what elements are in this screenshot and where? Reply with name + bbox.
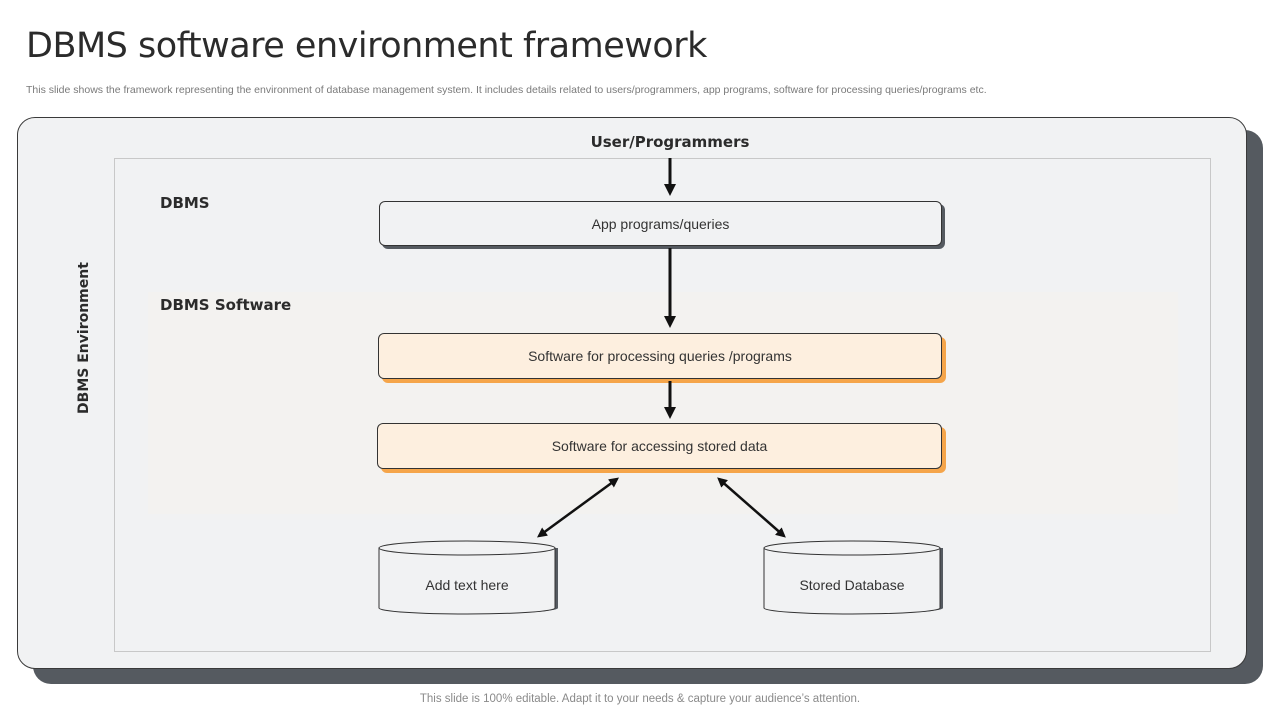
slide-subtitle: This slide shows the framework represent… (26, 84, 987, 96)
cylinder-shape (763, 540, 943, 615)
cylinder-shape (378, 540, 558, 615)
left-data-store-label: Add text here (425, 577, 509, 593)
dbms-software-label: DBMS Software (160, 296, 292, 314)
arrow-accessing-left-store (536, 477, 620, 538)
processing-software-box: Software for processing queries /program… (378, 333, 942, 379)
accessing-software-box: Software for accessing stored data (377, 423, 942, 469)
slide-title: DBMS software environment framework (26, 26, 707, 66)
slide-footer: This slide is 100% editable. Adapt it to… (419, 693, 861, 705)
stored-database: Stored Database (763, 540, 943, 616)
arrow-accessing-stored-database (717, 477, 786, 538)
user-programmers-label: User/Programmers (590, 133, 750, 151)
app-programs-box: App programs/queries (379, 201, 942, 246)
dbms-label: DBMS (160, 194, 210, 212)
left-data-store: Add text here (378, 540, 558, 616)
stored-database-label: Stored Database (799, 577, 905, 593)
dbms-software-area (148, 292, 1178, 514)
